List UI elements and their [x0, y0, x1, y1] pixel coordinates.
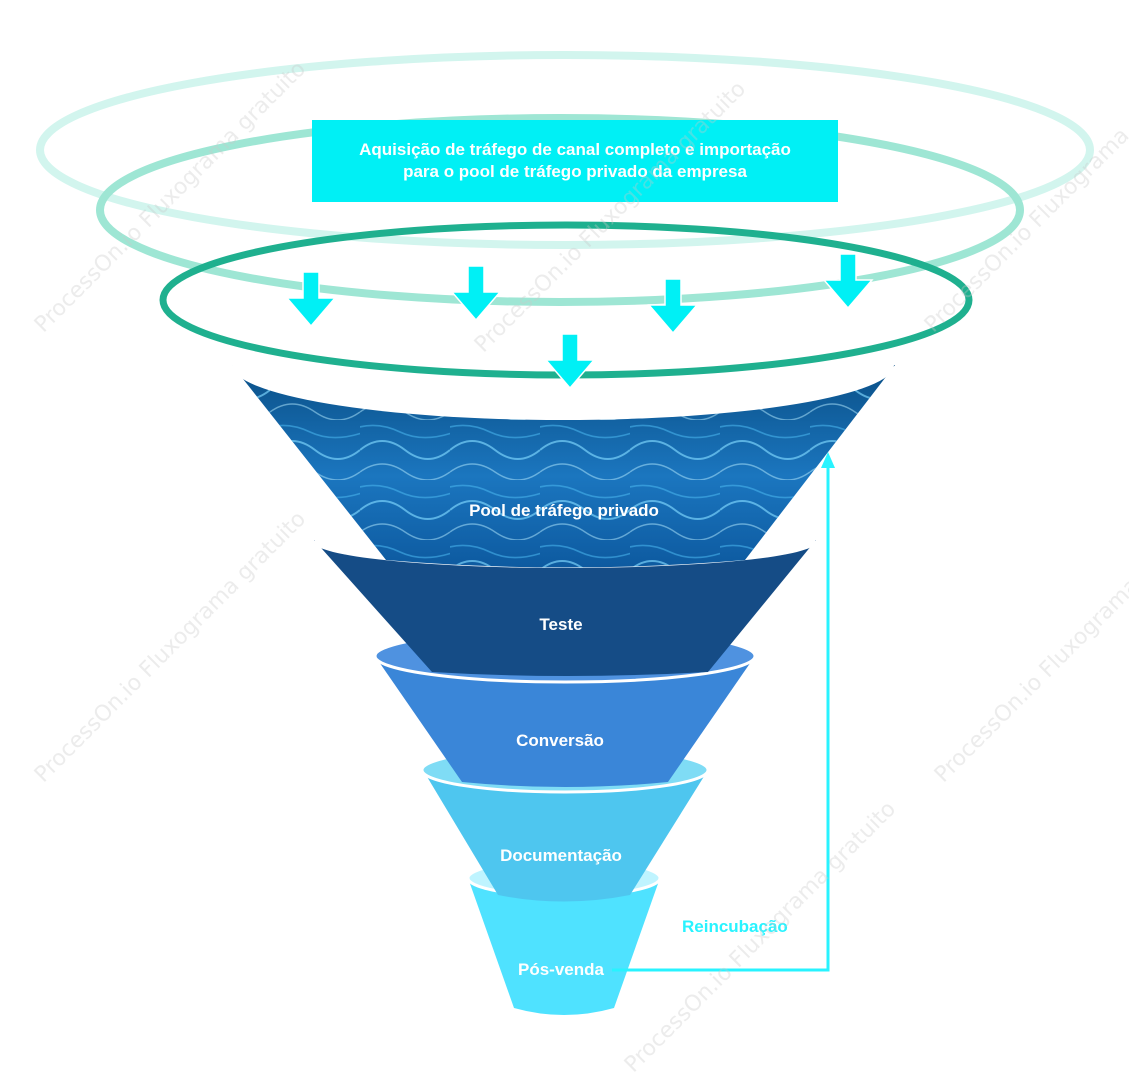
- stage-label-teste: Teste: [539, 615, 582, 635]
- loop-label: Reincubação: [682, 917, 788, 937]
- header-box: Aquisição de tráfego de canal completo e…: [312, 120, 838, 202]
- stage-label-documentacao: Documentação: [500, 846, 622, 866]
- arrow-down-icon: [287, 272, 335, 326]
- arrow-down-icon: [824, 254, 872, 308]
- stage-label-conversao: Conversão: [516, 731, 604, 751]
- stage-label-pool: Pool de tráfego privado: [469, 501, 659, 521]
- header-title: Aquisição de tráfego de canal completo e…: [359, 139, 791, 183]
- stage-label-posvenda: Pós-venda: [518, 960, 604, 980]
